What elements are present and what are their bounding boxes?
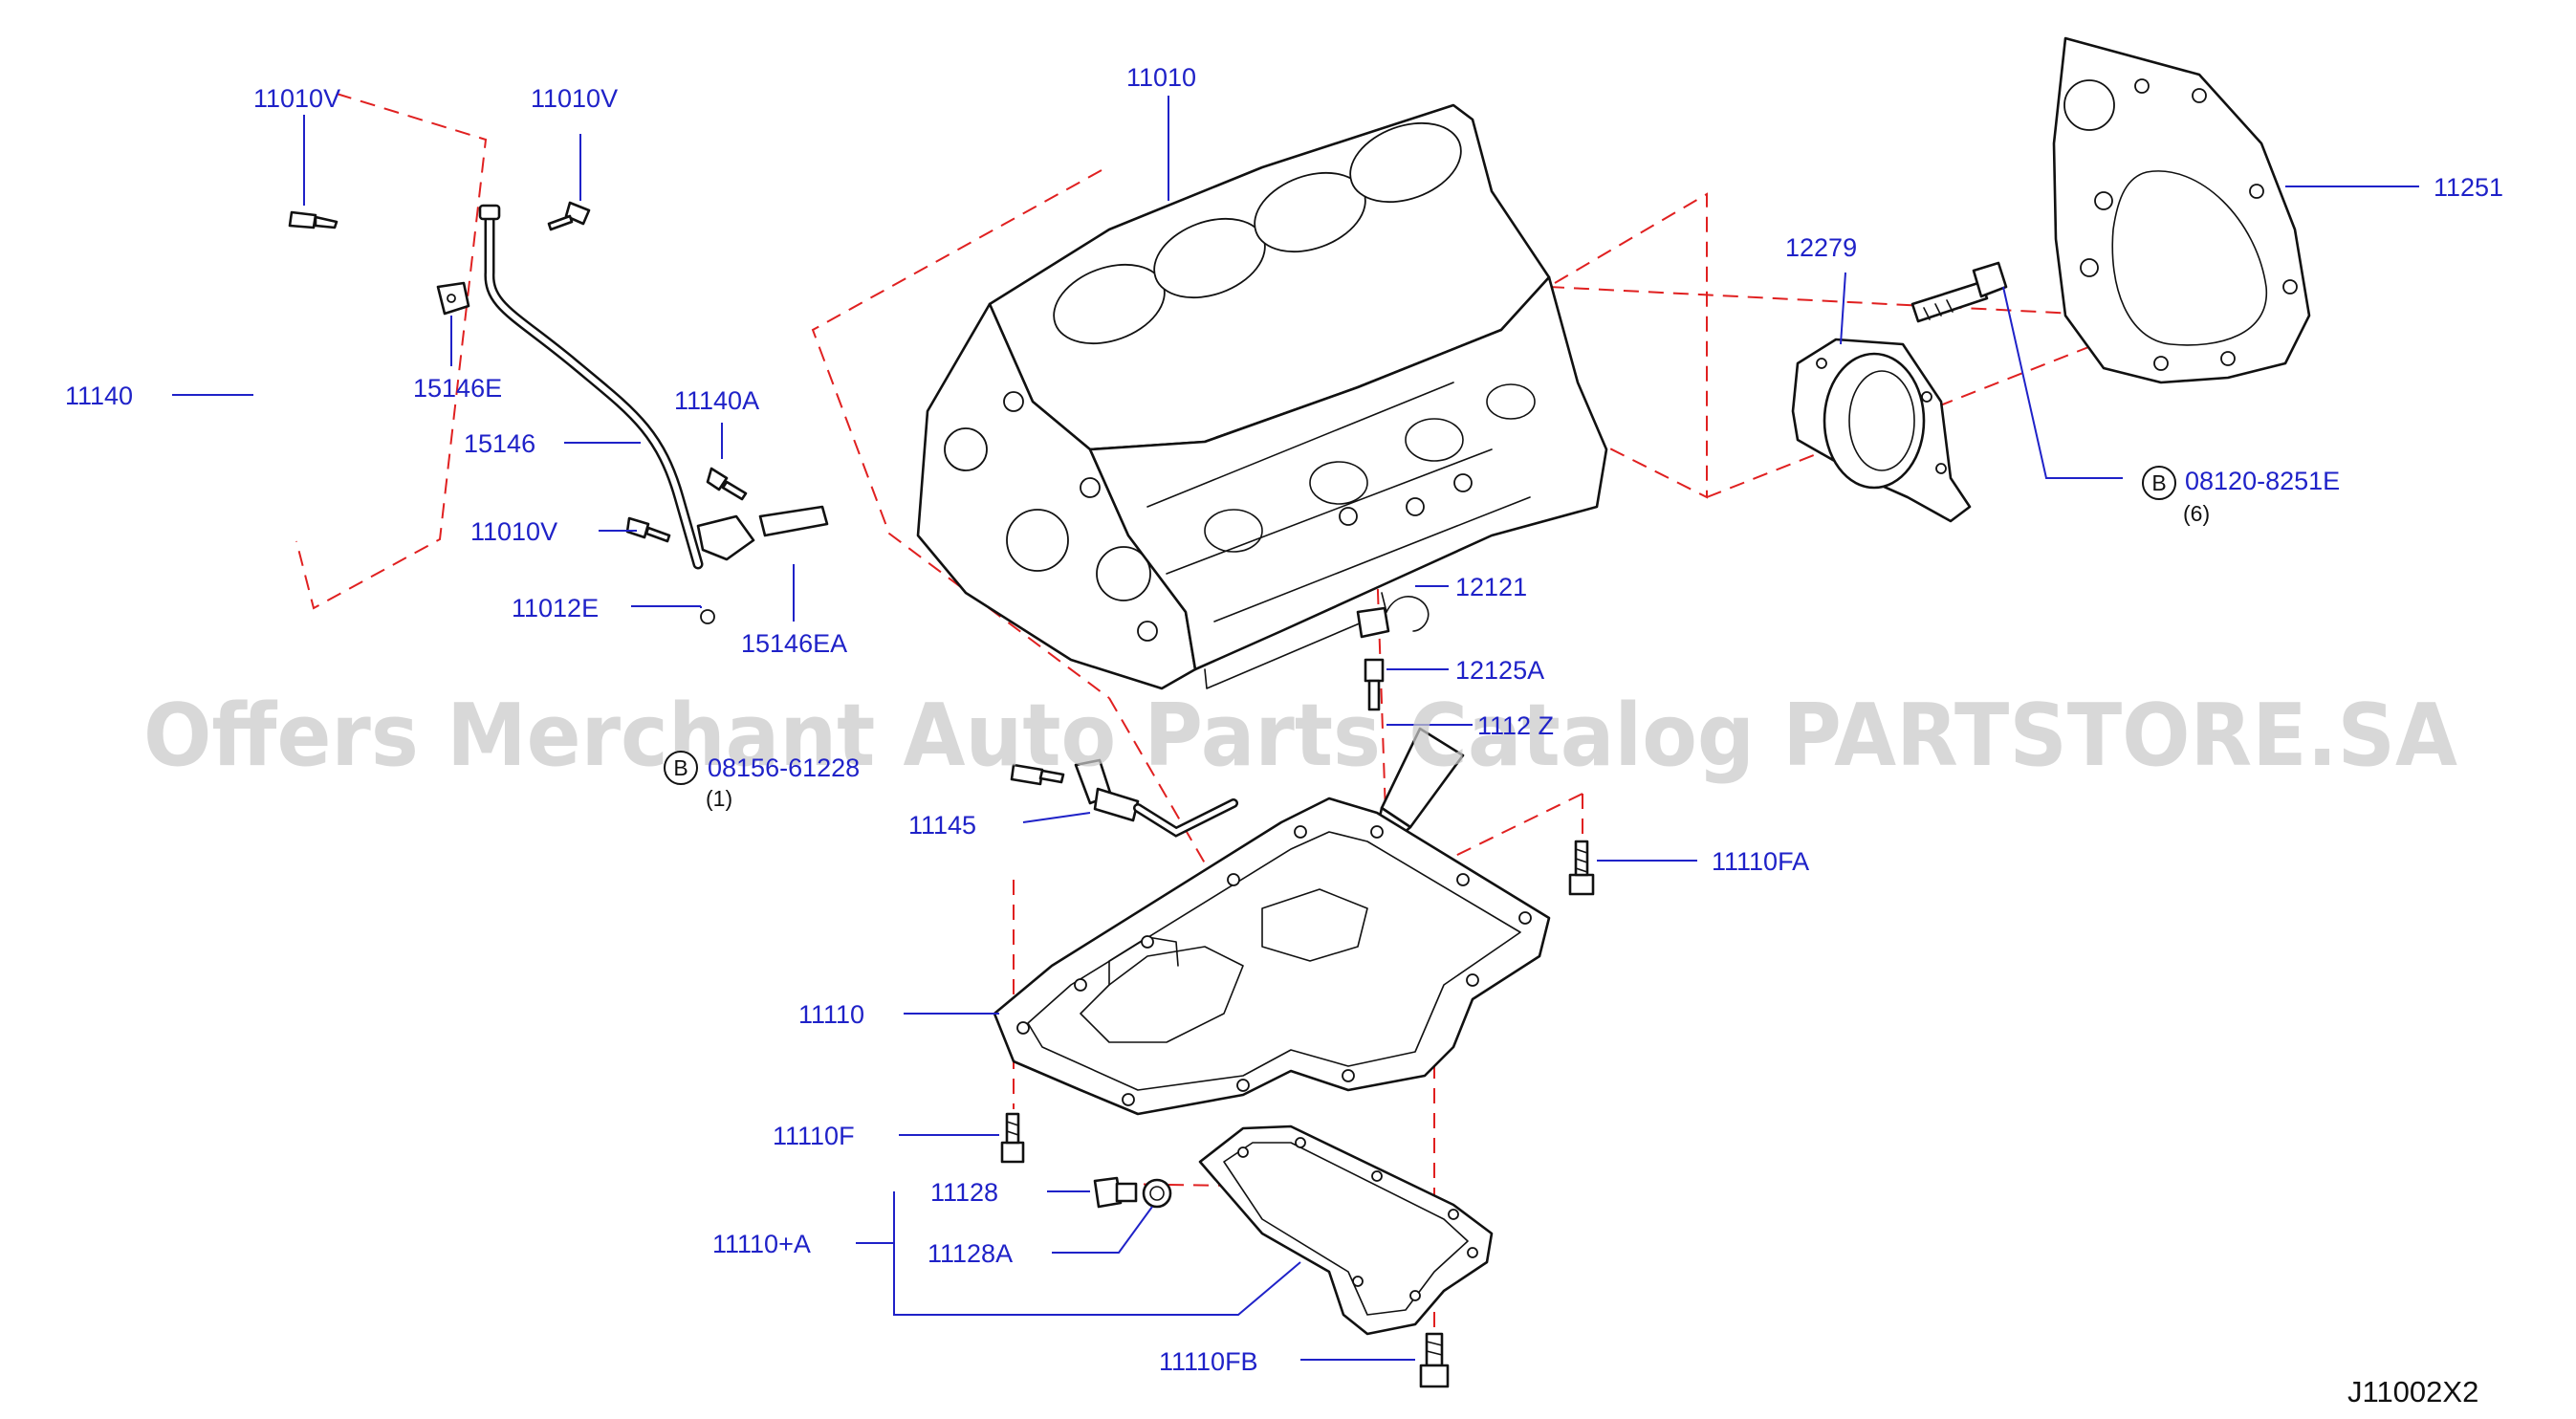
svg-text:B: B <box>673 755 688 780</box>
bolt-11110FB <box>1419 1332 1450 1388</box>
label-08156[interactable]: 08156-61228 <box>708 753 860 782</box>
drain-plug-11128 <box>1093 1176 1172 1209</box>
diagram-code: J11002X2 <box>2347 1375 2478 1408</box>
label-11110FB[interactable]: 11110FB <box>1159 1347 1258 1376</box>
label-1112Z[interactable]: 1112 Z <box>1477 711 1554 740</box>
label-11110[interactable]: 11110 <box>798 1000 864 1029</box>
cylinder-block-11010 <box>916 103 1608 690</box>
dipstick-guide-15146 <box>436 204 829 624</box>
label-11140A[interactable]: 11140A <box>674 386 759 415</box>
rear-plate-11251 <box>2052 36 2311 384</box>
label-15146EA[interactable]: 15146EA <box>741 629 847 658</box>
label-11010[interactable]: 11010 <box>1126 63 1196 92</box>
oil-pan-lower <box>1198 1124 1494 1336</box>
label-12125A[interactable]: 12125A <box>1455 656 1544 685</box>
dashed-boundaries <box>295 93 2133 1339</box>
label-11110A[interactable]: 11110+A <box>712 1230 811 1258</box>
oil-jet-12121 <box>1356 596 1430 711</box>
label-08120[interactable]: 08120-8251E <box>2185 467 2340 495</box>
svg-text:B: B <box>2151 470 2166 495</box>
label-11128[interactable]: 11128 <box>930 1178 998 1207</box>
label-12279[interactable]: 12279 <box>1785 233 1857 262</box>
label-11145[interactable]: 11145 <box>908 811 976 840</box>
oil-pan-upper-11110 <box>993 797 1551 1116</box>
label-08120-qty: (6) <box>2183 501 2210 526</box>
label-15146[interactable]: 15146 <box>464 429 535 458</box>
label-11128A[interactable]: 11128A <box>928 1239 1013 1268</box>
label-15146E[interactable]: 15146E <box>413 374 502 403</box>
bolt-11110F <box>1000 1112 1025 1164</box>
rear-seal-12279 <box>1791 338 1972 523</box>
label-08156-qty: (1) <box>706 786 732 811</box>
label-11110FA[interactable]: 11110FA <box>1712 847 1809 876</box>
bolt-mark-b-1: B <box>2142 466 2176 500</box>
label-11251[interactable]: 11251 <box>2434 173 2503 202</box>
part-labels: 11010V 11010V 11010 11251 12279 11140 15… <box>65 63 2503 1376</box>
label-11140[interactable]: 11140 <box>65 382 133 410</box>
bolt-mark-b-2: B <box>664 751 698 785</box>
bolt-11110FA <box>1568 840 1595 896</box>
label-11012E[interactable]: 11012E <box>512 594 599 622</box>
watermark: Offers Merchant Auto Parts Catalog PARTS… <box>143 686 2457 786</box>
label-11010V-b[interactable]: 11010V <box>531 84 618 113</box>
bolt-08120 <box>1910 261 2008 323</box>
label-11110F[interactable]: 11110F <box>773 1122 855 1150</box>
label-11010V-a[interactable]: 11010V <box>253 84 340 113</box>
label-11010V-c[interactable]: 11010V <box>470 517 557 546</box>
leader-lines <box>172 96 2419 1361</box>
label-12121[interactable]: 12121 <box>1455 573 1527 601</box>
oil-pressure-part-11145 <box>1010 758 1238 838</box>
bolts-11010V <box>288 201 748 543</box>
